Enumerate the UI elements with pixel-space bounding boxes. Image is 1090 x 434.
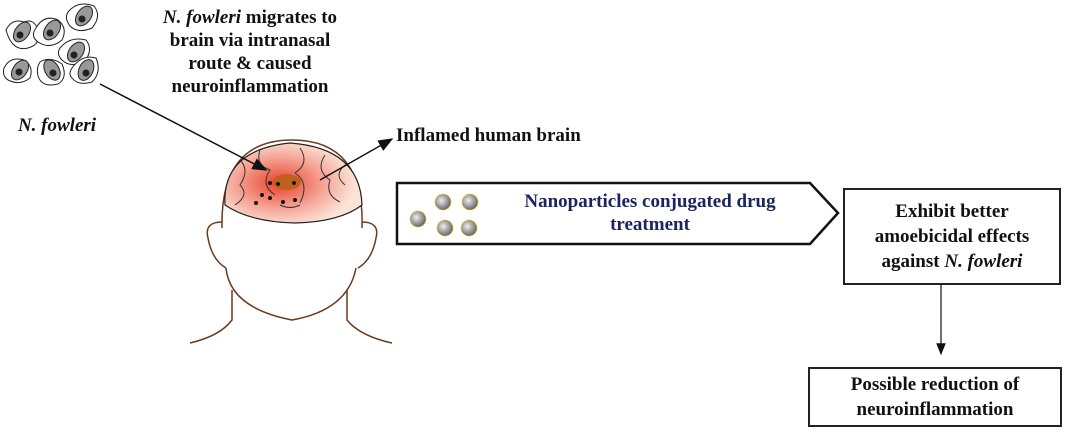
outcome-line2: neuroinflammation: [856, 399, 1014, 420]
brain-label-arrow: [319, 138, 394, 181]
treatment-line2: treatment: [610, 214, 690, 235]
migration-line3: route & caused: [188, 53, 312, 74]
migration-line1-rest: migrates to: [241, 7, 338, 28]
effect-text: Exhibit better amoebicidal effects again…: [875, 199, 1030, 274]
migration-line1: N. fowleri migrates to: [150, 6, 350, 29]
treatment-arrow-shape: [395, 181, 840, 246]
migration-line2: brain via intranasal: [169, 30, 331, 51]
effect-box: Exhibit better amoebicidal effects again…: [843, 188, 1061, 285]
treatment-line1: Nanoparticles conjugated drug: [524, 191, 776, 212]
migration-arrow: [99, 83, 268, 171]
treatment-label: Nanoparticles conjugated drug treatment: [500, 190, 800, 236]
effect-line3-italic: N. fowleri: [944, 251, 1023, 272]
effect-line3-prefix: against: [881, 251, 945, 272]
migration-italic: N. fowleri: [162, 7, 242, 28]
amoeba-cluster-icon: [3, 3, 99, 86]
organism-label: N. fowleri: [2, 114, 112, 137]
migration-line4: neuroinflammation: [171, 76, 329, 97]
migration-text: N. fowleri migrates to brain via intrana…: [150, 6, 350, 98]
outcome-line1: Possible reduction of: [850, 374, 1020, 395]
brain-label: Inflamed human brain: [396, 125, 581, 146]
outcome-box: Possible reduction of neuroinflammation: [808, 367, 1062, 427]
effect-line2: amoebicidal effects: [874, 226, 1030, 247]
nanoparticles-icon: [409, 193, 479, 237]
outcome-text: Possible reduction of neuroinflammation: [851, 372, 1020, 422]
effect-line3: against N. fowleri: [875, 249, 1030, 274]
organism-name: N. fowleri: [17, 115, 97, 136]
effect-line1: Exhibit better: [895, 201, 1009, 222]
